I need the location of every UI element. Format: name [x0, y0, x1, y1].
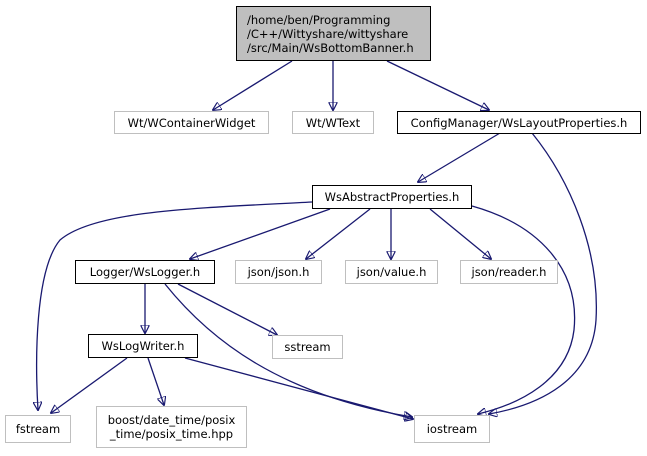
root-line-3: /src/Main/WsBottomBanner.h	[247, 40, 414, 55]
edge-wsabstractproperties-to-json-reader	[429, 208, 491, 259]
root-line-1: /home/ben/Programming	[247, 12, 391, 27]
edge-wslogger-to-sstream	[177, 283, 277, 335]
node-fstream[interactable]: fstream	[5, 415, 71, 443]
node-posix-time[interactable]: boost/date_time/posix _time/posix_time.h…	[96, 406, 247, 448]
edge-wslogwriter-to-fstream	[51, 357, 128, 413]
node-posix-time-line-1: boost/date_time/posix	[107, 413, 236, 427]
node-fstream-label: fstream	[15, 422, 61, 436]
node-json-reader[interactable]: json/reader.h	[460, 260, 558, 284]
root-line-2: /C++/Wittyshare/wittyshare	[247, 26, 409, 41]
edge-wslayoutproperties-to-iostream	[489, 132, 598, 414]
node-wsabstractproperties-label: WsAbstractProperties.h	[324, 190, 460, 204]
node-json-value-label: json/value.h	[356, 265, 427, 279]
node-json-json[interactable]: json/json.h	[235, 260, 322, 284]
node-wslogger-label: Logger/WsLogger.h	[89, 265, 201, 279]
node-iostream[interactable]: iostream	[414, 415, 490, 443]
node-posix-time-line-2: _time/posix_time.hpp	[109, 427, 234, 441]
node-wslayoutproperties[interactable]: ConfigManager/WsLayoutProperties.h	[397, 111, 641, 134]
edge-wslogwriter-to-iostream	[184, 357, 413, 419]
edge-wsabstractproperties-to-json-json	[306, 208, 371, 259]
node-json-value[interactable]: json/value.h	[345, 260, 438, 284]
edge-wslogger-to-iostream	[164, 283, 412, 417]
node-iostream-label: iostream	[426, 422, 478, 436]
edge-wsabstractproperties-to-fstream	[37, 201, 313, 410]
node-wtext[interactable]: Wt/WText	[292, 111, 374, 134]
node-wsbottombanner-root[interactable]: /home/ben/Programming /C++/Wittyshare/wi…	[236, 6, 431, 61]
node-wcontainerwidget-label: Wt/WContainerWidget	[127, 115, 256, 130]
node-sstream-label: sstream	[284, 340, 331, 354]
edge-root-to-wcontainerwidget	[213, 60, 293, 110]
edge-wslogwriter-to-posix-time	[147, 357, 164, 405]
node-sstream[interactable]: sstream	[272, 335, 343, 359]
node-wslogwriter-label: WsLogWriter.h	[101, 339, 185, 353]
edge-wsabstractproperties-to-iostream	[471, 205, 576, 414]
node-wslayoutproperties-label: ConfigManager/WsLayoutProperties.h	[410, 115, 628, 130]
node-wslogger[interactable]: Logger/WsLogger.h	[75, 260, 215, 284]
node-json-json-label: json/json.h	[247, 265, 310, 279]
node-wtext-label: Wt/WText	[305, 115, 361, 130]
node-wslogwriter[interactable]: WsLogWriter.h	[88, 334, 198, 358]
node-json-reader-label: json/reader.h	[471, 265, 547, 279]
edge-wsabstractproperties-to-wslogger	[190, 208, 331, 259]
edge-wslayoutproperties-to-wsabstractproperties	[418, 132, 501, 182]
node-wsabstractproperties[interactable]: WsAbstractProperties.h	[312, 185, 472, 209]
edge-root-to-wslayoutproperties	[386, 60, 489, 110]
node-wcontainerwidget[interactable]: Wt/WContainerWidget	[114, 111, 269, 134]
